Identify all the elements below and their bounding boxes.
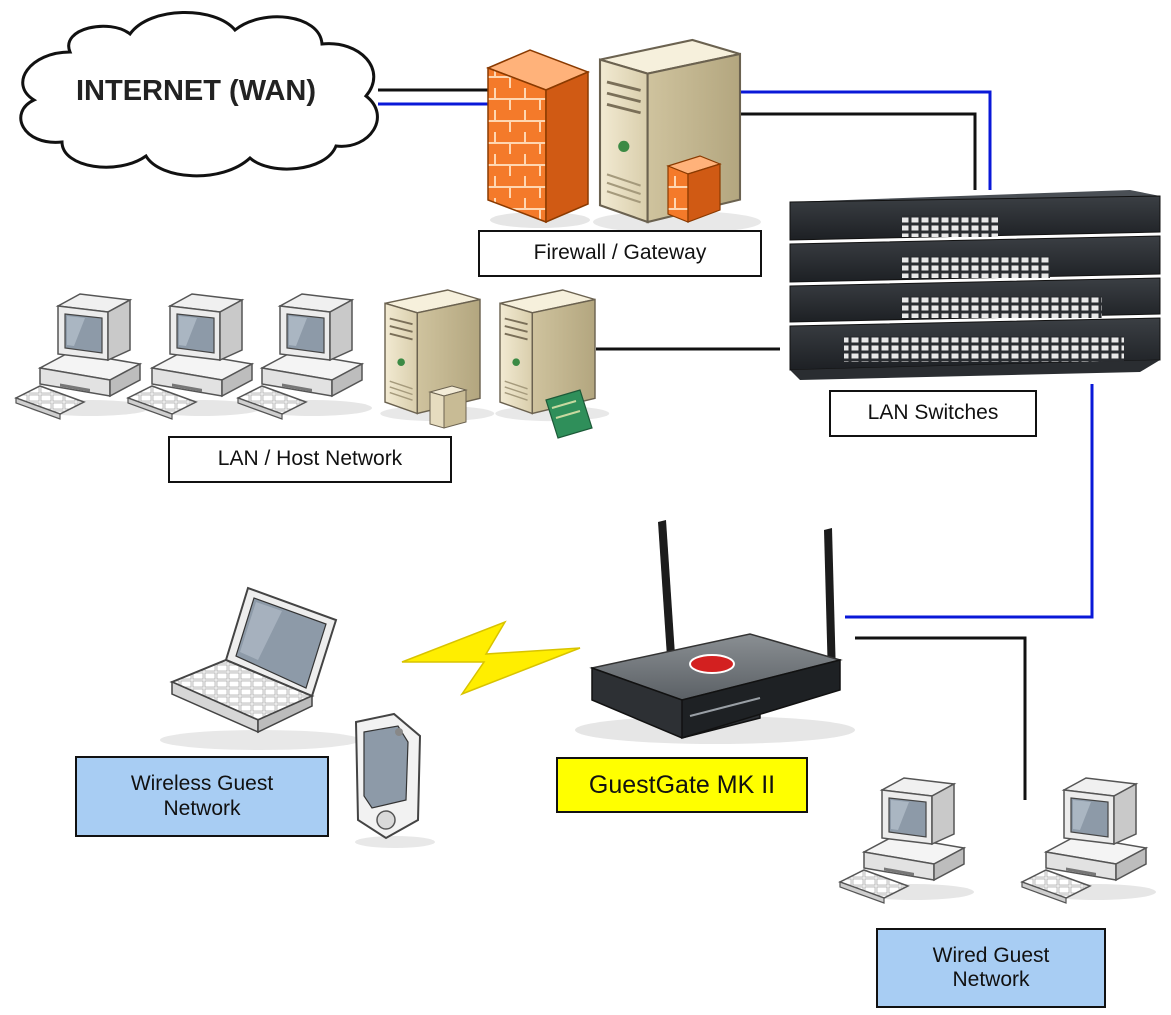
cloud-shape <box>19 11 379 178</box>
link-gateway-switch-black <box>738 112 977 190</box>
link-switch-guestgate <box>845 384 1094 619</box>
storage-drive-icon <box>428 385 468 429</box>
guestgate-label: GuestGate MK II <box>556 757 808 813</box>
gateway-firewall-badge-icon <box>666 155 722 223</box>
firewall-icon <box>485 49 591 228</box>
firewall-gateway-label: Firewall / Gateway <box>478 230 762 277</box>
link-gateway-switch-blue <box>738 90 992 190</box>
network-card-icon <box>545 389 593 439</box>
laptop-icon <box>160 586 360 750</box>
lan-switches-label: LAN Switches <box>829 390 1037 437</box>
wireless-signal-icon <box>401 620 581 696</box>
lan-host-network-label: LAN / Host Network <box>168 436 452 483</box>
wired-guest-computers <box>839 777 1157 904</box>
internet-cloud: INTERNET (WAN) <box>19 11 379 178</box>
wireless-guest-network-label: Wireless Guest Network <box>75 756 329 837</box>
link-guestgate-wired <box>855 636 1027 800</box>
wired-guest-network-label: Wired Guest Network <box>876 928 1106 1008</box>
internet-label: INTERNET (WAN) <box>76 75 316 107</box>
desktop-computer-icon <box>1021 777 1157 904</box>
lan-switches-icon <box>789 190 1161 380</box>
connection-lines <box>378 88 1094 800</box>
lan-host-computers <box>15 293 373 420</box>
desktop-computer-icon <box>839 777 975 904</box>
pda-handheld-icon <box>354 712 435 848</box>
desktop-computer-icon <box>237 293 373 420</box>
guestgate-router-icon <box>575 520 855 744</box>
